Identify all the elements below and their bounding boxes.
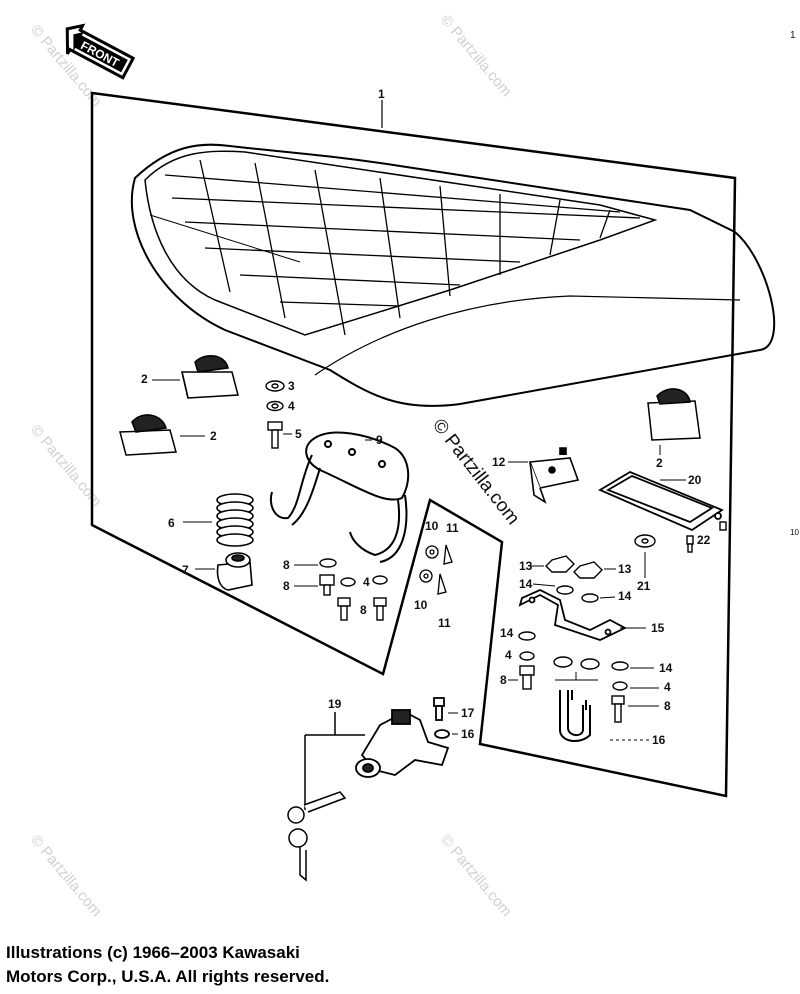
lock-part [355,697,450,778]
damper-part [181,355,239,399]
callout-14b: 14 [618,589,632,603]
watermark-main: © Partzilla.com [428,415,523,529]
callout-5: 5 [295,427,302,441]
damper-part [119,414,177,456]
seat-illustration [130,143,776,407]
bolt-part [319,558,388,621]
watermark-faint: © Partzilla.com [437,832,515,920]
copyright-line-2: Motors Corp., U.S.A. All rights reserved… [6,967,330,986]
callout-8d: 8 [500,673,507,687]
callout-4b: 4 [363,575,370,589]
damper-part [647,388,701,441]
u-bolt-part [559,690,591,742]
callout-8c: 8 [360,603,367,617]
callout-7: 7 [182,563,189,577]
callout-14c: 14 [500,626,514,640]
callout-10a: 10 [425,519,439,533]
copyright-line-1: Illustrations (c) 1966–2003 Kawasaki [6,943,300,962]
callout-13a: 13 [519,559,533,573]
block-part [528,447,580,504]
callout-8e: 8 [664,699,671,713]
callout-19: 19 [328,697,342,711]
mount-part [216,552,253,591]
callout-13b: 13 [618,562,632,576]
callout-2a: 2 [141,372,148,386]
callout-1: 1 [378,87,385,101]
watermark-faint: © Partzilla.com [437,12,515,100]
bracket-part [518,589,627,641]
callout-2b: 2 [210,429,217,443]
callout-11a: 11 [446,521,459,535]
bolt-part [518,631,629,723]
tray-part [598,470,724,532]
faint-watermarks: © Partzilla.com © Partzilla.com © Partzi… [27,12,515,920]
callout-9: 9 [376,433,383,447]
callout-3: 3 [288,379,295,393]
key-part [287,712,365,882]
callout-17: 17 [461,706,475,720]
callout-14a: 14 [519,577,533,591]
callout-4d: 4 [664,680,671,694]
callout-21: 21 [637,579,651,593]
spring-part [216,493,254,547]
callout-22: 22 [697,533,711,547]
assembly-frame [90,91,737,798]
collar-part [419,544,453,595]
callout-11b: 11 [438,616,451,630]
callout-4c: 4 [505,648,512,662]
edge-mark: 10 [790,528,799,537]
callout-6: 6 [168,516,175,530]
washer-part [265,380,285,449]
callout-4a: 4 [288,399,295,413]
callout-14d: 14 [659,661,673,675]
nut-part [545,555,603,603]
edge-mark: 1 [790,30,796,41]
grab-bar [269,431,410,563]
callout-20: 20 [688,473,702,487]
watermark-faint: © Partzilla.com [27,832,105,920]
callout-8b: 8 [283,579,290,593]
callout-16b: 16 [461,727,475,741]
callout-2c: 2 [656,456,663,470]
callout-10b: 10 [414,598,428,612]
callout-12: 12 [492,455,506,469]
callout-8a: 8 [283,558,290,572]
callout-15: 15 [651,621,665,635]
washer-part [634,521,727,553]
callout-16a: 16 [652,733,666,747]
